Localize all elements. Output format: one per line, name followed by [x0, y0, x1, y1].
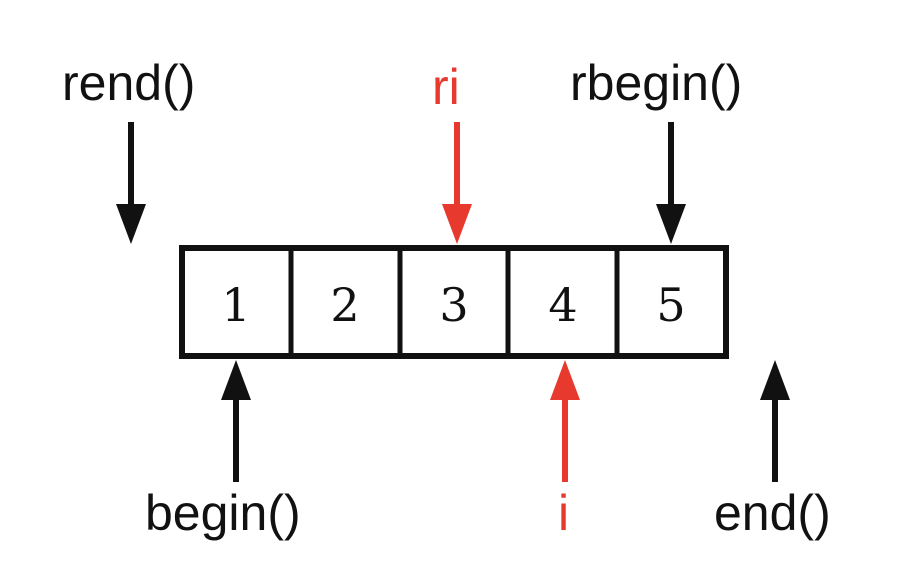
rend-arrow: [116, 122, 146, 244]
array-box: 1 2 3 4 5: [179, 245, 729, 359]
array-cell-5: 5: [656, 278, 685, 332]
end-arrow: [760, 360, 790, 482]
ri-label: ri: [432, 59, 460, 115]
i-arrow: [550, 360, 580, 482]
rend-label: rend(): [62, 55, 196, 111]
array-cell-4: 4: [548, 278, 577, 332]
rbegin-label: rbegin(): [570, 55, 743, 111]
end-label: end(): [714, 485, 831, 541]
begin-arrow: [221, 360, 251, 482]
i-label: i: [558, 485, 570, 541]
array-cell-3: 3: [439, 278, 468, 332]
begin-label: begin(): [145, 485, 301, 541]
rbegin-arrow: [656, 122, 686, 244]
ri-arrow: [442, 122, 472, 244]
array-cell-2: 2: [330, 278, 359, 332]
array-outline: [179, 245, 729, 359]
array-cell-1: 1: [221, 278, 250, 332]
